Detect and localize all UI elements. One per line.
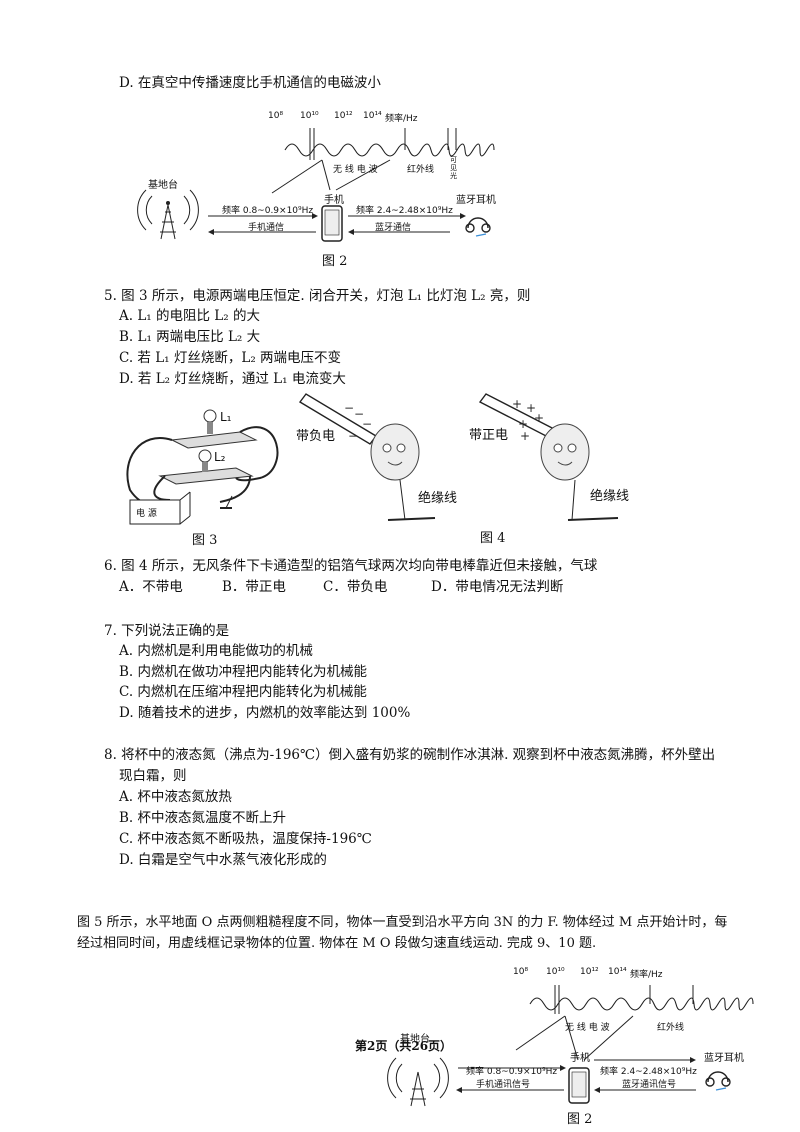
bt-freq-label: 频率 2.4~2.48×10⁹Hz: [600, 1067, 697, 1077]
figure-caption: 图 2: [567, 1112, 593, 1127]
q6-option-a: A．不带电: [119, 579, 183, 595]
q7-option-a: A. 内燃机是利用电能做功的机械: [119, 643, 313, 659]
infrared-label: 红外线: [657, 1023, 685, 1033]
phone-signal-label: 手机通讯信号: [476, 1080, 531, 1090]
base-station-label: 基地台: [400, 1034, 430, 1045]
q6-stem: 6. 图 4 所示，无风条件下卡通造型的铝箔气球两次均向带电棒靠近但未接触，气球: [104, 558, 598, 574]
figure-caption: 图 3: [192, 533, 218, 548]
svg-text:−: −: [344, 401, 354, 415]
q8-stem-cont: 现白霜，则: [119, 768, 187, 784]
q9-10-intro-cont: 经过相同时间，用虚线框记录物体的位置. 物体在 M O 段做匀速直线运动. 完成…: [77, 936, 597, 951]
svg-text:−: −: [348, 429, 358, 443]
phone-label: 手机: [324, 195, 344, 206]
figure-caption: 图 2: [322, 254, 348, 269]
q5-option-b: B. L₁ 两端电压比 L₂ 大: [119, 329, 261, 345]
radio-wave-label: 无 线 电 波: [333, 165, 378, 175]
negative-charge-label: 带负电: [296, 429, 336, 444]
svg-text:+: +: [518, 417, 528, 431]
q7-stem: 7. 下列说法正确的是: [104, 623, 230, 639]
freq-tick: 10¹²: [580, 967, 599, 977]
positive-charge-label: 带正电: [469, 428, 509, 443]
q8-option-a: A. 杯中液态氮放热: [119, 789, 232, 805]
fig2-drawing: [137, 128, 495, 242]
base-station-label: 基地台: [148, 180, 178, 191]
l2-label: L₂: [214, 450, 226, 464]
svg-text:+: +: [526, 401, 536, 415]
freq-tick: 10¹⁰: [300, 111, 319, 121]
q8-option-d: D. 白霜是空气中水蒸气液化形成的: [119, 852, 327, 868]
l1-label: L₁: [220, 410, 232, 424]
q5-stem: 5. 图 3 所示，电源两端电压恒定. 闭合开关，灯泡 L₁ 比灯泡 L₂ 亮，…: [104, 288, 531, 304]
freq-unit: 频率/Hz: [385, 114, 418, 124]
q7-option-b: B. 内燃机在做功冲程把内能转化为机械能: [119, 664, 368, 680]
page-footer: 第2页（共26页）: [355, 1039, 453, 1053]
q9-10-intro: 图 5 所示，水平地面 O 点两侧粗糙程度不同，物体一直受到沿水平方向 3N 的…: [77, 915, 728, 930]
visible-label: 可见光: [450, 156, 457, 180]
bt-headset-label: 蓝牙耳机: [704, 1053, 744, 1064]
radio-wave-label: 无 线 电 波: [565, 1023, 610, 1033]
freq-tick: 10¹⁴: [363, 111, 382, 121]
figure-caption: 图 4: [480, 531, 506, 546]
q6-option-c: C．带负电: [323, 579, 388, 595]
svg-text:−: −: [362, 417, 372, 431]
svg-text:+: +: [520, 429, 530, 443]
bt-headset-label: 蓝牙耳机: [456, 195, 496, 206]
insulator-label: 绝缘线: [590, 489, 630, 504]
power-label: 电 源: [136, 509, 157, 519]
svg-text:+: +: [534, 411, 544, 425]
q6-option-d: D．带电情况无法判断: [431, 579, 564, 595]
freq-tick: 10¹⁴: [608, 967, 627, 977]
q7-option-c: C. 内燃机在压缩冲程把内能转化为机械能: [119, 684, 367, 700]
svg-text:+: +: [512, 397, 522, 411]
q6-option-b: B．带正电: [222, 579, 286, 595]
freq-tick: 10⁸: [268, 111, 284, 121]
freq-unit: 频率/Hz: [630, 970, 663, 980]
phone-freq-label: 频率 0.8~0.9×10⁹Hz: [222, 206, 314, 216]
q5-option-a: A. L₁ 的电阻比 L₂ 的大: [119, 308, 260, 324]
freq-tick: 10¹²: [334, 111, 353, 121]
bt-signal-label: 蓝牙通讯信号: [622, 1080, 677, 1090]
freq-tick: 10¹⁰: [546, 967, 565, 977]
q8-option-b: B. 杯中液态氮温度不断上升: [119, 810, 287, 826]
phone-comm-label: 手机通信: [248, 223, 285, 233]
phone-label: 手机: [570, 1053, 590, 1064]
fig4-drawing: − − − − + + + + +: [298, 393, 619, 521]
bt-comm-label: 蓝牙通信: [375, 223, 412, 233]
infrared-label: 红外线: [407, 165, 435, 175]
bt-freq-label: 频率 2.4~2.48×10⁹Hz: [356, 206, 453, 216]
q5-option-c: C. 若 L₁ 灯丝烧断，L₂ 两端电压不变: [119, 350, 342, 366]
q8-stem: 8. 将杯中的液态氮（沸点为-196℃）倒入盛有奶浆的碗制作冰淇淋. 观察到杯中…: [104, 747, 716, 763]
q5-option-d: D. 若 L₂ 灯丝烧断，通过 L₁ 电流变大: [119, 371, 346, 387]
q7-option-d: D. 随着技术的进步，内燃机的效率能达到 100%: [119, 705, 411, 721]
phone-freq-label: 频率 0.8~0.9×10⁹Hz: [466, 1067, 558, 1077]
freq-tick: 10⁸: [513, 967, 529, 977]
insulator-label: 绝缘线: [418, 491, 458, 506]
q8-option-c: C. 杯中液态氮不断吸热，温度保持-196℃: [119, 831, 372, 847]
svg-text:−: −: [354, 407, 364, 421]
q4-option-d: D. 在真空中传播速度比手机通信的电磁波小: [119, 75, 381, 91]
fig3-circuit: [126, 409, 279, 525]
